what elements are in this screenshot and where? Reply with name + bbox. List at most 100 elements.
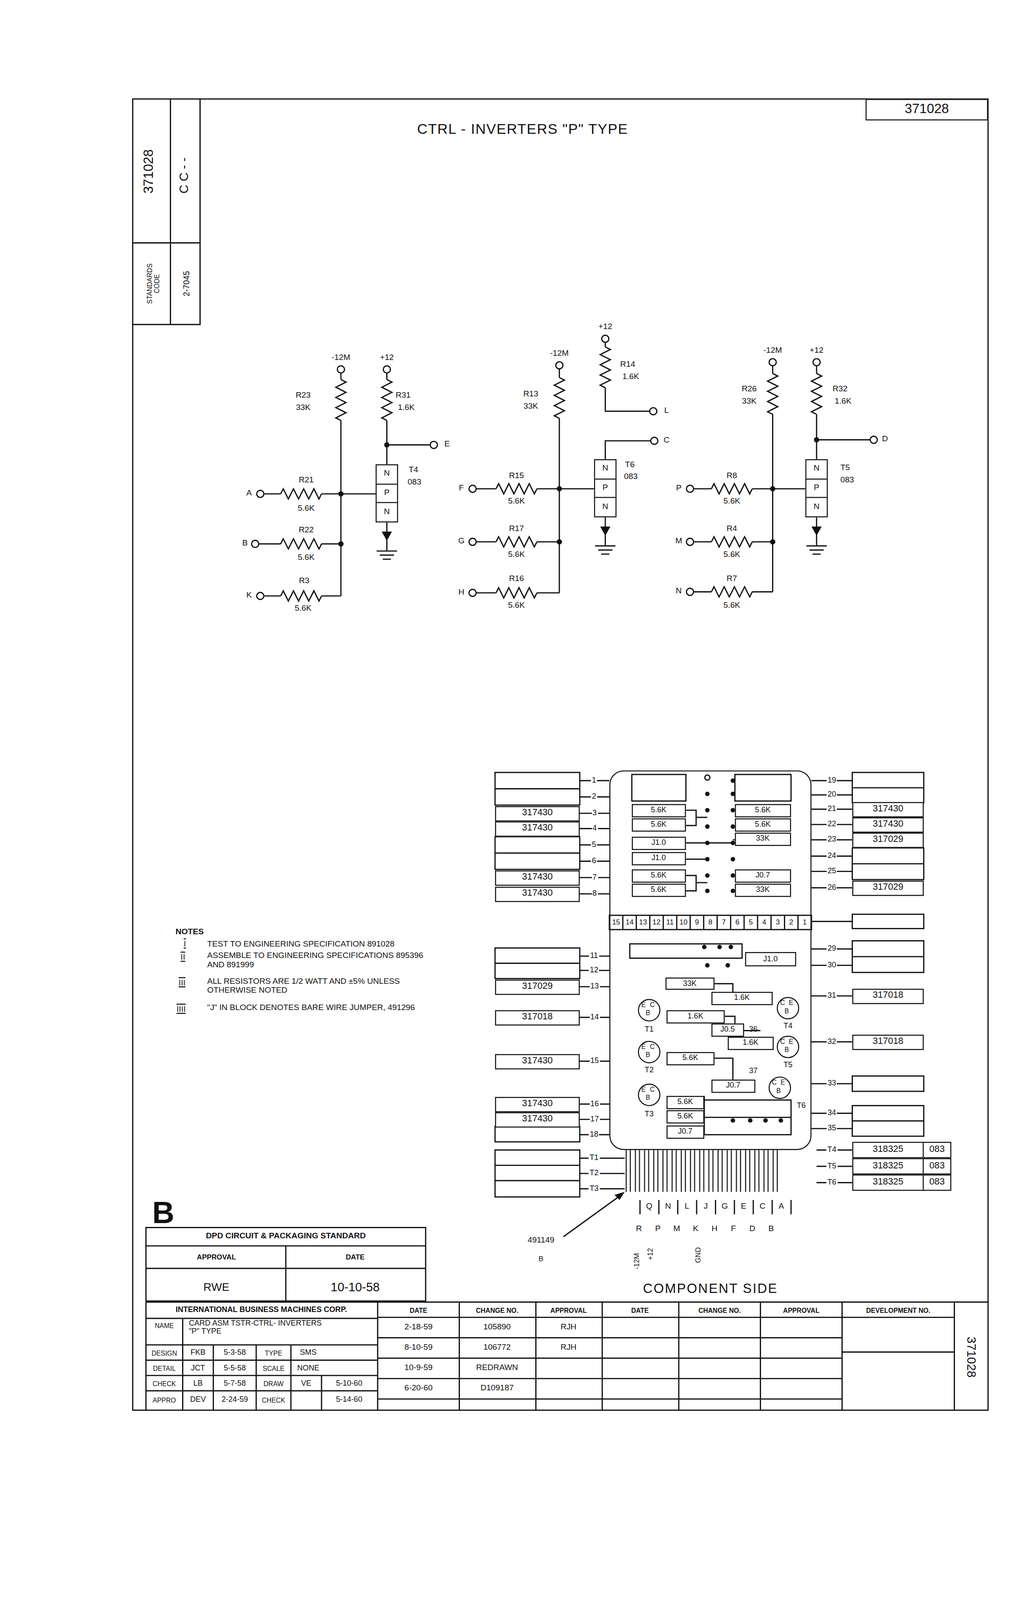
part-box <box>495 1149 580 1197</box>
schematic-wiring <box>251 335 878 602</box>
box-text: 317430 <box>872 804 904 815</box>
lead-letter: B <box>645 1009 651 1017</box>
box-text: J1.0 <box>651 838 666 848</box>
schematic-wiring <box>767 373 778 415</box>
pin-number: 30 <box>826 960 838 970</box>
pin-letter: M <box>673 1225 681 1235</box>
box-text: 317018 <box>522 1012 553 1023</box>
component-box: 33K <box>665 977 715 990</box>
solder-dot <box>730 791 736 797</box>
pin-number: T2 <box>588 1169 600 1178</box>
title-block-cell: CHECK <box>262 1396 286 1404</box>
pin-letter: H <box>711 1225 718 1235</box>
schematic-wiring <box>263 595 341 597</box>
box-text: J1.0 <box>763 954 778 964</box>
schematic-label: R22 <box>298 525 314 535</box>
box-text: 317430 <box>522 1098 553 1110</box>
schematic-wiring <box>383 365 391 374</box>
title-block-cell: 10-9-59 <box>404 1363 433 1373</box>
callout-number: B <box>538 1255 544 1264</box>
part-text: 083 <box>929 1145 945 1156</box>
solder-dot <box>769 539 776 545</box>
box-text: 371028 <box>904 102 950 117</box>
terminal-number: 4 <box>762 918 767 927</box>
pin-number: T6 <box>826 1178 838 1188</box>
box-text: 317430 <box>522 808 553 819</box>
layer-letter: N <box>813 502 820 512</box>
part-box <box>852 863 925 865</box>
solder-dot <box>338 491 344 497</box>
lead-letter: B <box>784 1007 789 1015</box>
schematic-label: 33K <box>296 403 311 413</box>
transistor-symbol: NPN <box>805 459 828 518</box>
transistor-label: 37 <box>749 1067 758 1076</box>
schematic-label: R16 <box>509 575 524 584</box>
part-cell: 318325 <box>853 1175 924 1190</box>
box-text: 33K <box>755 834 770 844</box>
zone-letter: B <box>152 1195 175 1230</box>
component-box: 317430 <box>852 816 925 833</box>
schematic-label: R3 <box>298 577 310 587</box>
schematic-label: R21 <box>298 475 314 485</box>
transistor-layer: P <box>806 478 827 498</box>
part-text: 083 <box>929 1161 945 1172</box>
box-text: 317029 <box>872 834 904 845</box>
pin-letter: -12M <box>633 1253 642 1270</box>
terminal-number: 2 <box>789 918 794 927</box>
schematic-wiring <box>605 342 650 412</box>
title-block-cell: APPROVAL <box>550 1306 587 1314</box>
solder-dot <box>705 888 710 894</box>
schematic-wiring <box>335 379 346 421</box>
transistor-label: T4 <box>783 1022 793 1031</box>
layer-letter: N <box>602 464 609 474</box>
pin-number: 12 <box>588 965 600 975</box>
schematic-label: T5 <box>840 463 850 473</box>
layer-letter: P <box>384 488 390 498</box>
solder-dot <box>338 541 344 547</box>
pin-letter: J <box>703 1202 709 1212</box>
title-block-cell: 371028 <box>963 1336 978 1378</box>
sheet-code: C C - - <box>177 157 192 194</box>
card-wiring <box>704 1099 792 1135</box>
solder-dot <box>705 840 710 846</box>
pin-number: 2 <box>590 792 598 802</box>
pin-number: T4 <box>826 1145 838 1155</box>
schematic-wiring <box>594 545 616 554</box>
schematic-wiring <box>769 358 777 366</box>
pin-number: 4 <box>591 824 598 833</box>
title-block-cell: DATE <box>409 1306 428 1314</box>
component-box: 1.6K <box>727 1036 774 1050</box>
schematic-label: -12M <box>331 353 351 363</box>
solder-dot <box>728 944 734 950</box>
part-box <box>852 847 925 880</box>
schematic-wiring <box>806 545 827 554</box>
title-block-cell: DPD CIRCUIT & PACKAGING STANDARD <box>205 1232 366 1242</box>
lead-letter: C <box>650 1001 655 1009</box>
schematic-wiring <box>258 543 341 545</box>
part-box <box>852 914 925 929</box>
card-wiring <box>686 810 736 891</box>
transistor-layer: P <box>594 478 616 498</box>
title-block-cell: INTERNATIONAL BUSINESS MACHINES CORP. <box>175 1306 348 1315</box>
title-block-grid <box>146 1301 988 1410</box>
box-text: 317430 <box>522 888 553 900</box>
schematic-label: D <box>882 435 889 445</box>
schematic-wiring <box>340 373 431 596</box>
component-box: 5.6K <box>631 883 686 897</box>
title-block-cell: SCALE <box>262 1364 285 1372</box>
card-wiring <box>704 774 710 781</box>
schematic-wiring <box>495 483 537 494</box>
box-text: 317018 <box>872 1036 904 1047</box>
transistor-socket: ECB <box>637 998 661 1022</box>
title-block-cell: DRAW <box>263 1379 284 1387</box>
transistor-symbol: NPN <box>375 464 399 523</box>
terminal-number: 13 <box>639 918 648 927</box>
lead-letter: B <box>784 1046 789 1054</box>
transistor-layer: N <box>806 497 827 517</box>
schematic-wiring <box>870 436 878 444</box>
box-text: J0.7 <box>755 871 770 881</box>
schematic-label: R7 <box>726 575 738 584</box>
schematic-label: R14 <box>620 360 636 370</box>
box-text: 33K <box>755 885 770 895</box>
box-text: 317430 <box>522 872 553 883</box>
